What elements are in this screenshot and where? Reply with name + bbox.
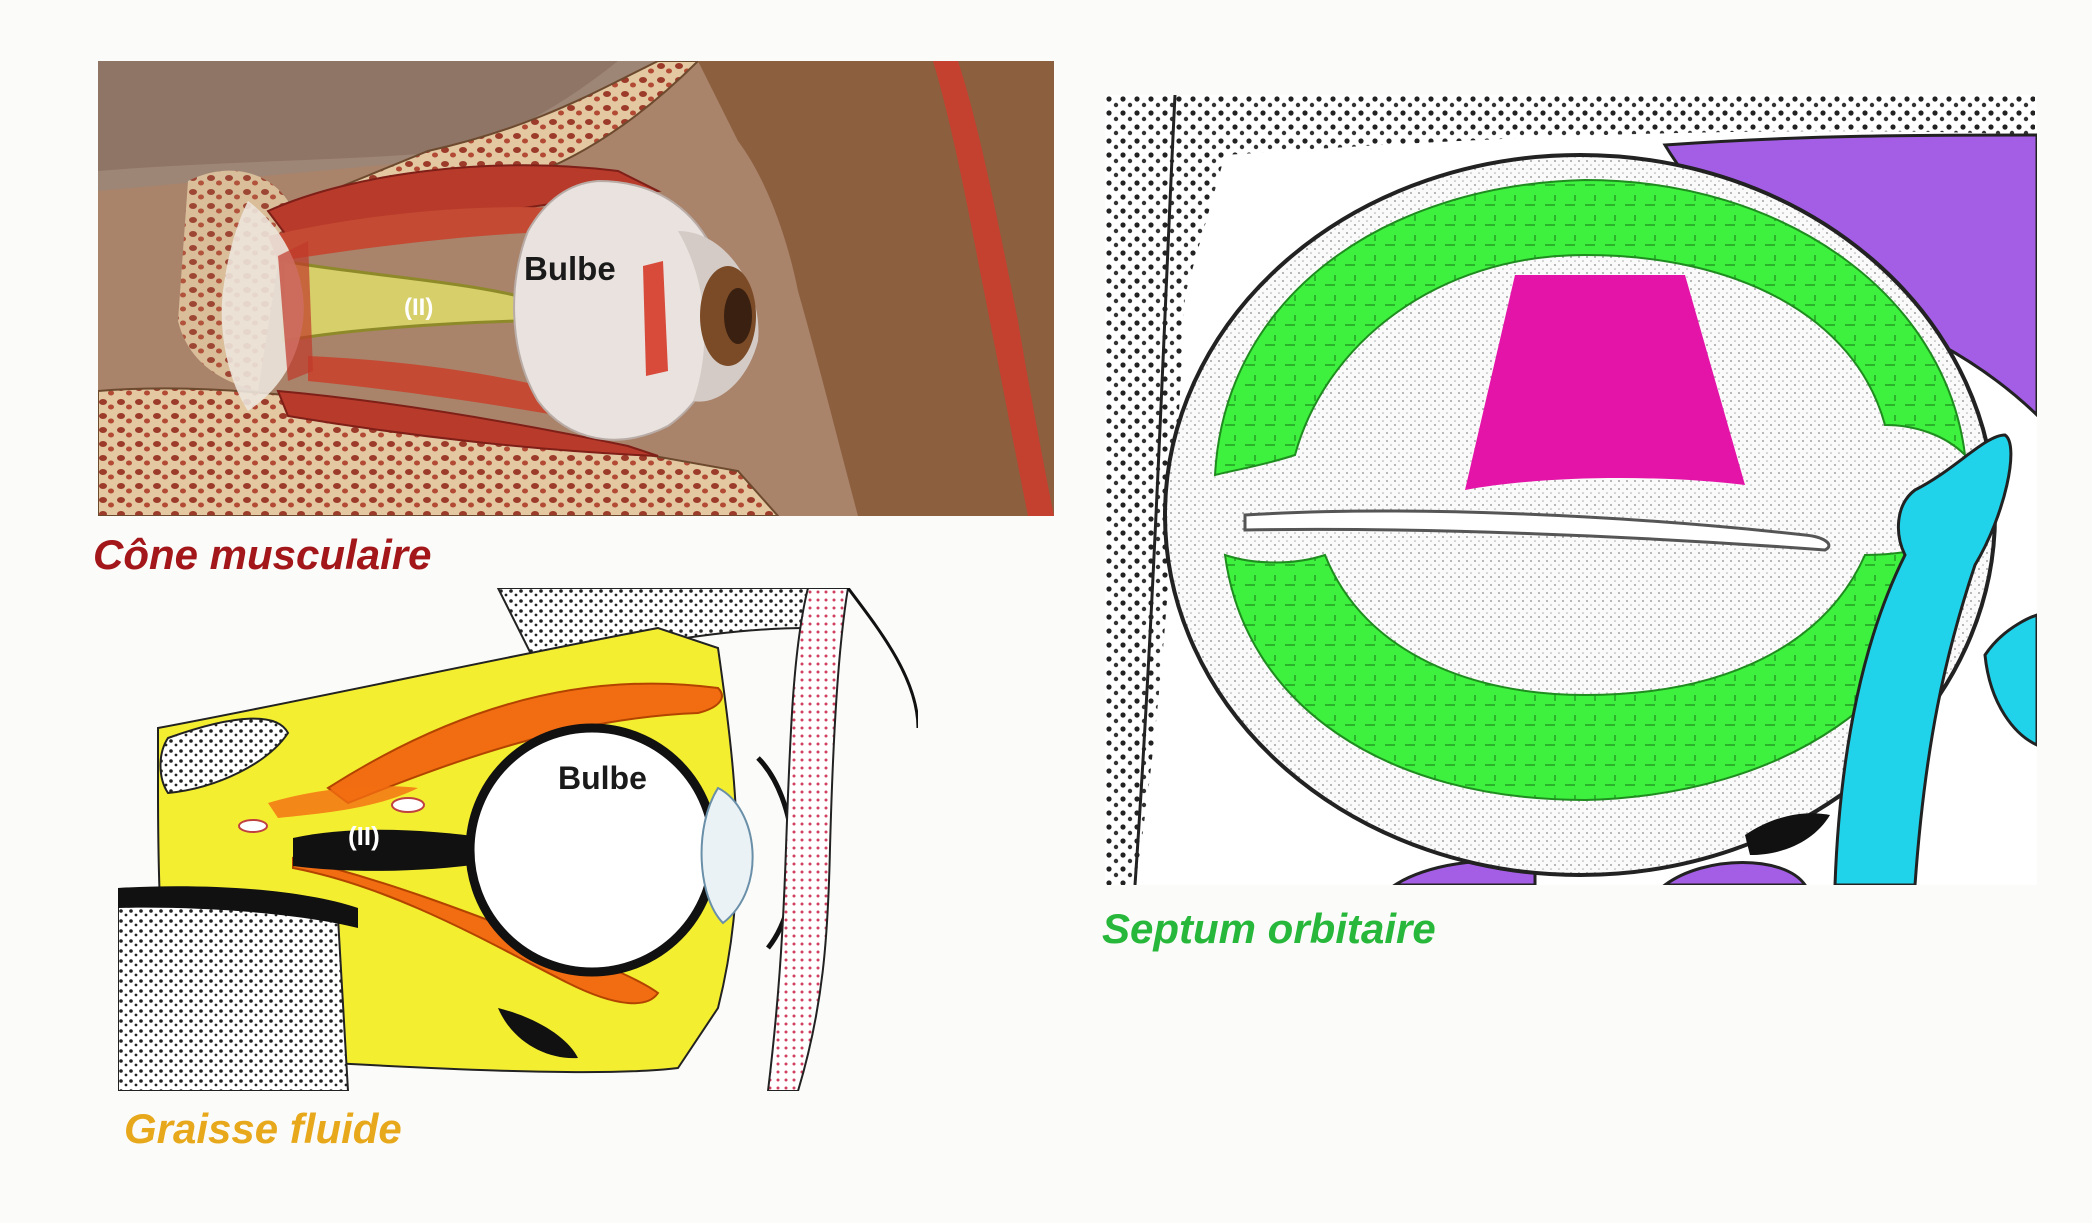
cyan-structure <box>1833 433 2013 885</box>
small-vessel <box>498 1008 578 1059</box>
septum-lower <box>1223 538 1957 802</box>
sinus-bone-upper <box>159 717 290 795</box>
superior-rectus-muscle <box>326 682 723 805</box>
bulbe-label-schematic: Bulbe <box>558 760 647 796</box>
lens <box>700 786 754 925</box>
purple-structure-bottom-right <box>1662 861 1807 885</box>
small-dark-vessel <box>1745 813 1830 855</box>
caption-cone-musculaire: Cône musculaire <box>93 531 432 578</box>
caption-graisse-fluide: Graisse fluide <box>124 1105 402 1152</box>
orbital-fat-schematic <box>118 588 918 1091</box>
bulbe-label: Bulbe <box>524 250 616 287</box>
muscle-insertion <box>643 261 668 376</box>
bone-surroundings <box>1105 95 2035 885</box>
pupil <box>724 288 752 344</box>
septum-upper <box>1213 178 1967 477</box>
septum-orbitaire-diagram <box>1105 95 2037 885</box>
levator-muscle <box>1465 275 1745 490</box>
muscle-cone-drawing <box>98 61 1054 516</box>
orbital-fat-drawing <box>118 588 918 1091</box>
optic-nerve-black <box>293 829 488 871</box>
tarsal-line <box>1243 509 1831 552</box>
optic-nerve-label-schematic: (II) <box>348 821 380 851</box>
septum-drawing <box>1105 95 2037 885</box>
bone-edge <box>1133 95 1177 885</box>
eyelid-skin-schematic <box>766 588 850 1091</box>
maxillary-bone <box>118 889 350 1091</box>
inferior-muscle <box>276 389 659 457</box>
eyelid-skin <box>933 61 1054 516</box>
optic-nerve-label: (II) <box>404 294 434 321</box>
orbital-floor-line <box>118 886 358 928</box>
caption-septum-orbitaire: Septum orbitaire <box>1102 905 1436 952</box>
muscle-cone-illustration <box>98 61 1054 516</box>
